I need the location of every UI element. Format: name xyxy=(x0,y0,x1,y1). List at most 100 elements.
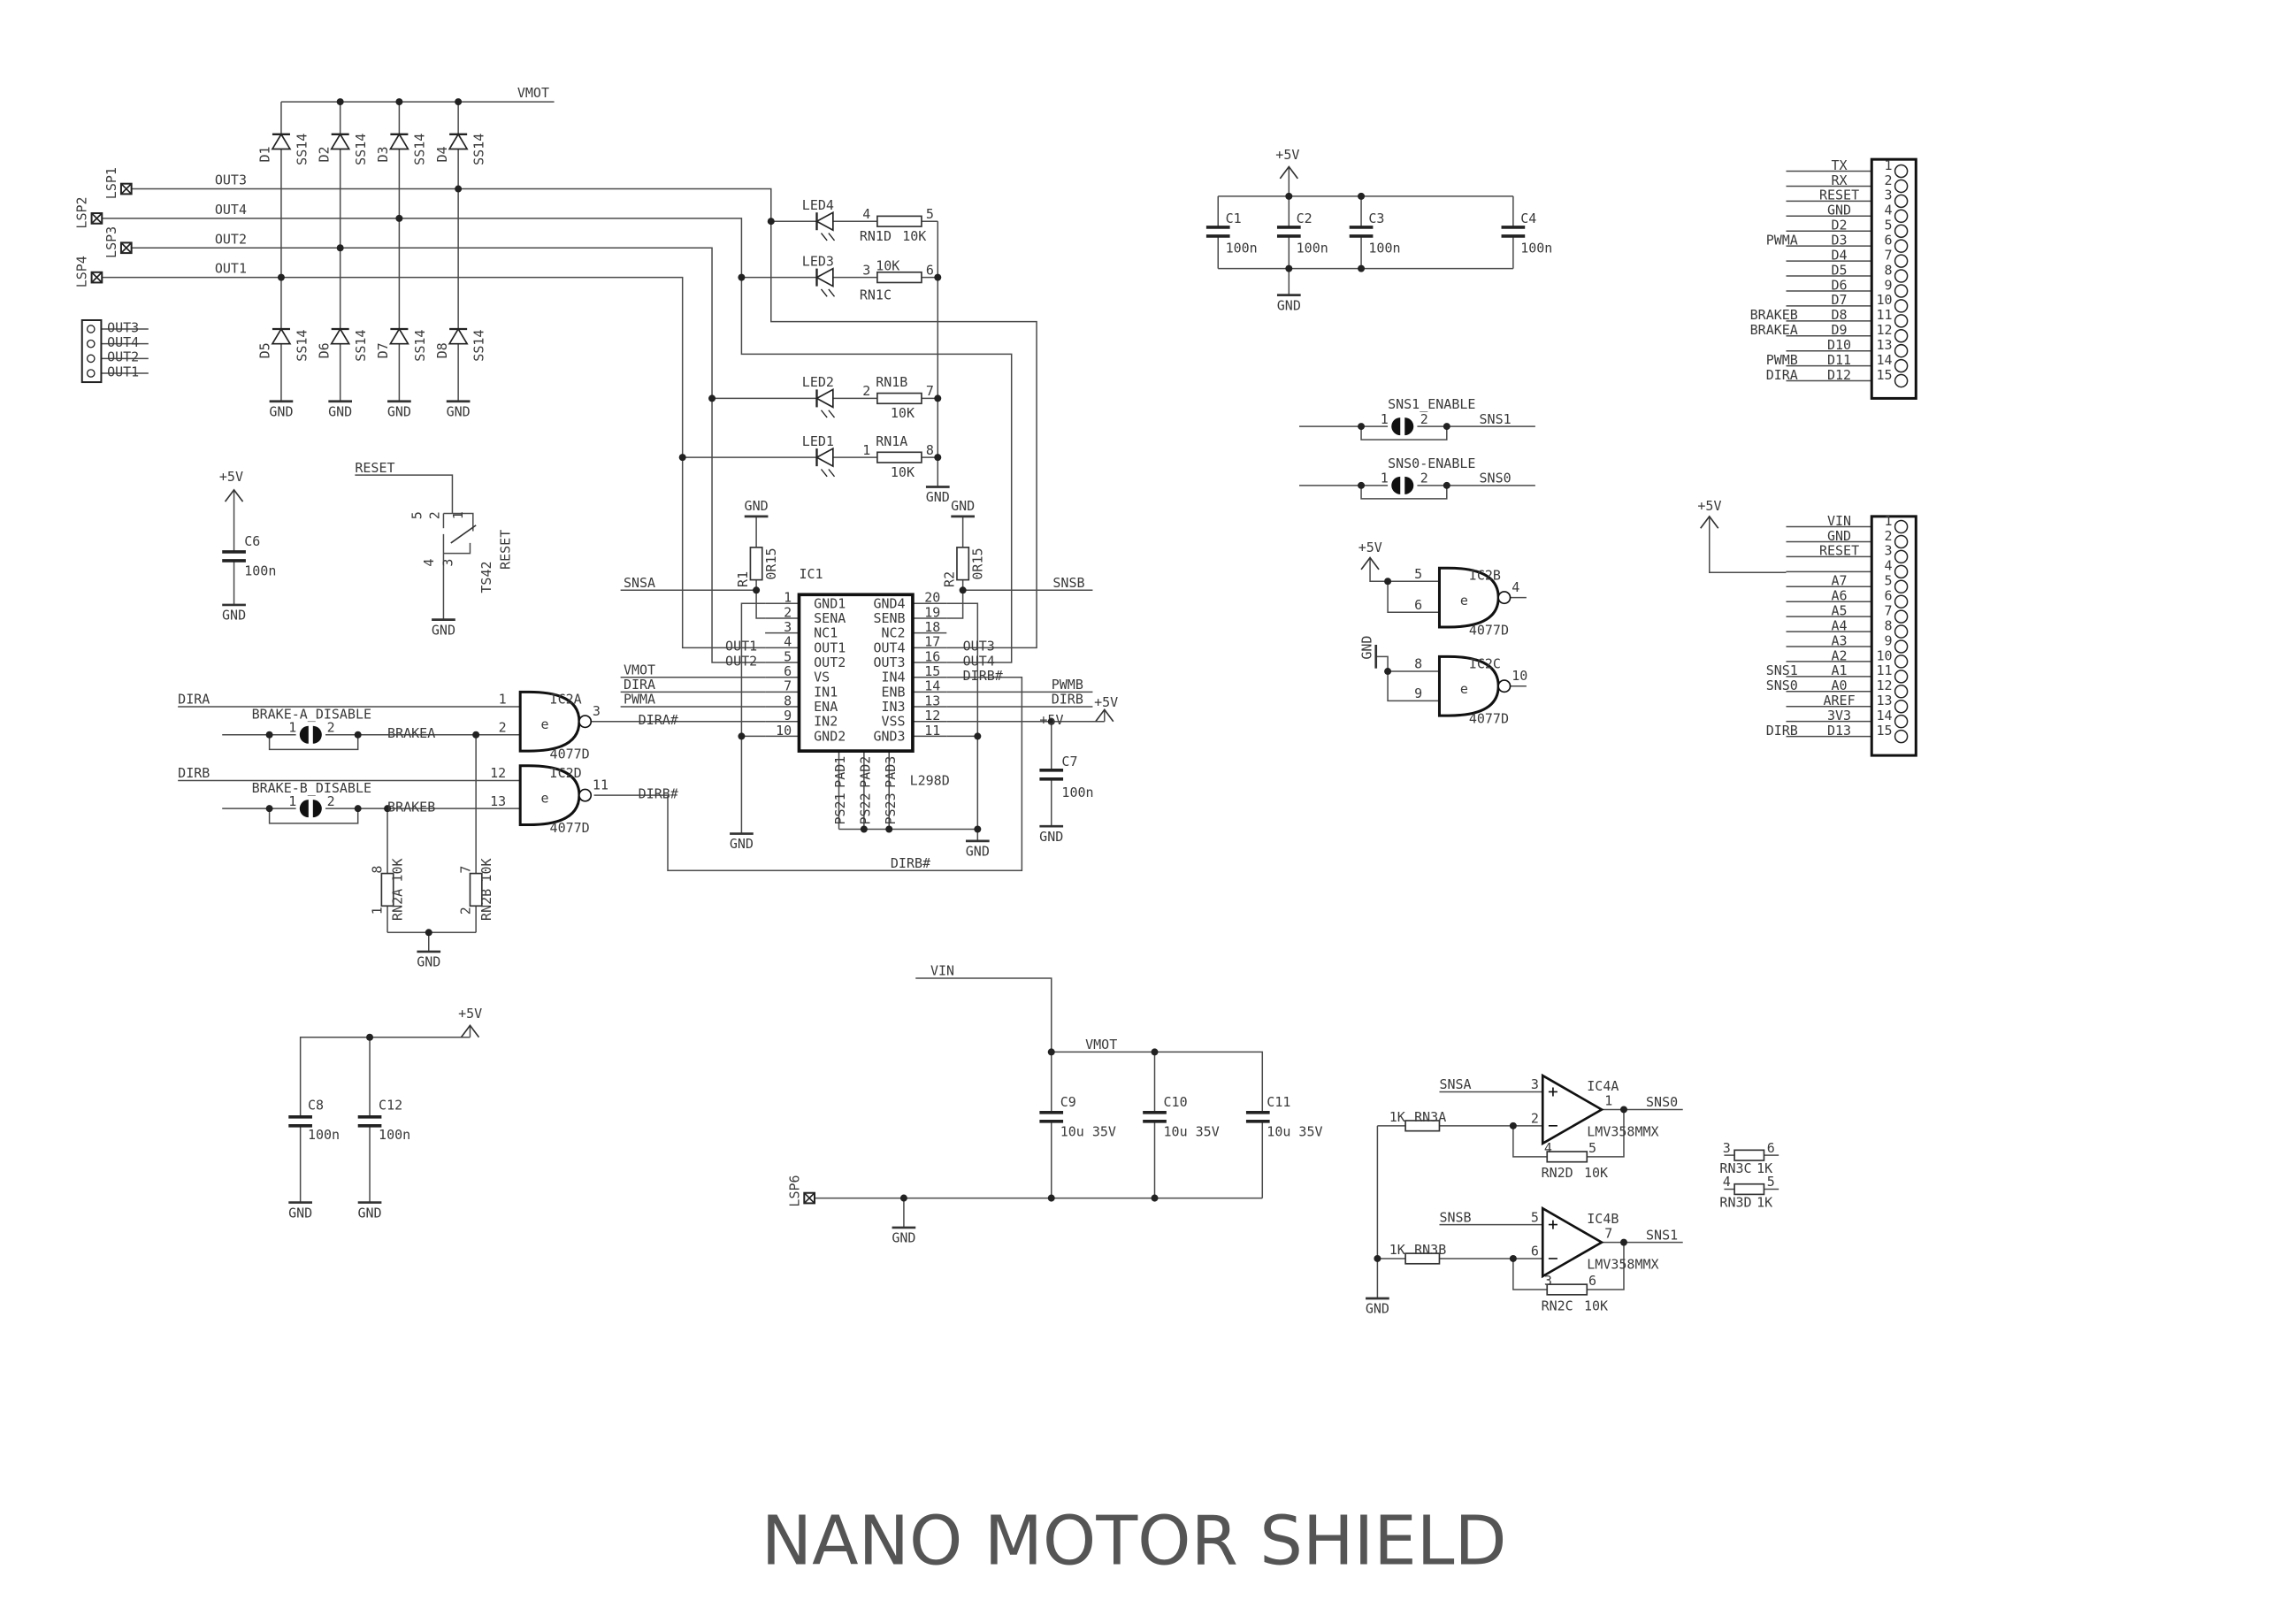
pin-name: NC1 xyxy=(814,625,838,641)
pin-net: DIRA xyxy=(1766,367,1798,383)
wire xyxy=(355,474,454,514)
net-label: OUT3 xyxy=(963,639,995,655)
header-pin-label: OUT1 xyxy=(107,364,139,379)
junction-dot xyxy=(959,586,967,594)
capacitor-gap xyxy=(1349,226,1374,236)
junction-dot xyxy=(354,805,362,813)
pin-number: 8 xyxy=(369,866,385,874)
junction-dot xyxy=(1443,481,1450,489)
power-label: +5V xyxy=(1697,498,1721,514)
resistor-ref: RN1A xyxy=(876,433,907,449)
header-pin-label: OUT3 xyxy=(107,319,139,335)
opamp-part: LMV358MMX xyxy=(1587,1124,1658,1140)
ground-label: GND xyxy=(745,498,769,514)
pin-number: 7 xyxy=(1885,602,1893,618)
net-label: SNS0 xyxy=(1646,1094,1678,1110)
net-label-dirb: DIRB xyxy=(178,765,210,781)
resistor-ref: R1 xyxy=(735,571,751,587)
pin-number: 2 xyxy=(1531,1110,1539,1126)
pad-name: PAD2 xyxy=(858,756,874,788)
led-light-arrows-icon xyxy=(820,233,836,241)
solder-pad-cross-icon xyxy=(91,213,103,224)
junction-dot xyxy=(336,98,344,106)
pin-number: 19 xyxy=(924,604,940,620)
ground-label: GND xyxy=(288,1205,312,1221)
pin-number: 3 xyxy=(1531,1076,1539,1092)
pin-number: 15 xyxy=(924,663,940,679)
wire xyxy=(1051,1051,1264,1198)
junction-dot xyxy=(1285,264,1293,272)
header-pin-icon xyxy=(1894,624,1909,639)
pin-number: 11 xyxy=(593,777,608,792)
capacitor-gap xyxy=(1039,1112,1064,1122)
ground-label: GND xyxy=(730,836,754,852)
pin-name: IN4 xyxy=(881,670,905,685)
pin-name: TX xyxy=(1832,157,1848,173)
cap-ref: C6 xyxy=(244,533,260,549)
diode-icon xyxy=(271,133,292,150)
cap-value: 10u 35V xyxy=(1164,1124,1220,1140)
diode-value: SS14 xyxy=(412,330,428,362)
pin-number: 5 xyxy=(1767,1174,1775,1190)
header-pin-icon xyxy=(1894,299,1909,313)
capacitor-gap xyxy=(1205,226,1230,236)
pin-name: OUT4 xyxy=(873,639,905,655)
header-pin-icon xyxy=(1894,314,1909,328)
pin-number: 4 xyxy=(862,206,870,222)
diode-ref: D5 xyxy=(257,342,273,358)
junction-dot xyxy=(1509,1122,1517,1129)
ground-label: GND xyxy=(417,954,440,970)
wire xyxy=(946,602,979,841)
junction-dot xyxy=(1151,1048,1159,1056)
pin-name: A6 xyxy=(1832,588,1848,604)
solder-pad-cross-icon xyxy=(804,1192,815,1204)
pin-number: 10 xyxy=(776,723,792,739)
header-pin-icon xyxy=(1894,685,1909,699)
junction-dot xyxy=(1374,1254,1381,1262)
header-pin-icon xyxy=(1894,373,1909,388)
pin-number: 7 xyxy=(457,866,473,874)
pin-number: 1 xyxy=(288,793,296,809)
output-header-connector xyxy=(80,318,103,384)
pin-number: 7 xyxy=(926,383,934,399)
led-icon xyxy=(815,447,834,468)
junction-dot xyxy=(738,732,746,740)
net-label-vin: VIN xyxy=(930,963,954,979)
feedback-resistor xyxy=(1546,1151,1588,1163)
ic-part: L298D xyxy=(910,772,950,788)
junction-dot xyxy=(366,1033,374,1041)
power-arrow-icon xyxy=(460,1023,480,1038)
pin-number: 1 xyxy=(288,719,296,735)
pin-number: 3 xyxy=(1723,1140,1731,1156)
header-pin-icon xyxy=(1894,564,1909,579)
resistor-value: 10K xyxy=(1584,1165,1608,1181)
pin-number: 14 xyxy=(1877,708,1893,723)
diode-ref: D2 xyxy=(316,146,332,162)
label: OUT2 xyxy=(215,231,247,247)
spare-resistor xyxy=(1733,1183,1765,1196)
gate-ref: IC2D xyxy=(550,765,582,781)
wire xyxy=(443,512,474,532)
pin-number: 12 xyxy=(1877,322,1893,338)
pin-number: 8 xyxy=(1414,656,1422,672)
net-label: SNS1 xyxy=(1646,1227,1678,1243)
pin-name: D5 xyxy=(1832,262,1848,278)
header-pin-label: OUT2 xyxy=(107,349,139,365)
solder-pad-cross-icon xyxy=(91,272,103,283)
pin-number: 7 xyxy=(784,678,792,694)
led-ref: LED3 xyxy=(802,253,834,269)
pin-name: D7 xyxy=(1832,292,1848,308)
input-resistor xyxy=(1404,1120,1441,1132)
resistor-value: 0R15 xyxy=(763,547,779,579)
pin-number: 1 xyxy=(1604,1092,1612,1108)
pin-number: 5 xyxy=(784,648,792,664)
pin-number: 4 xyxy=(784,634,792,650)
pin-name: OUT2 xyxy=(814,655,846,670)
diode-value: SS14 xyxy=(471,134,486,165)
ground-label: GND xyxy=(432,622,455,638)
resistor-value: 1K xyxy=(1389,1109,1405,1125)
gate-ref: IC2A xyxy=(550,692,582,708)
header-pin-icon xyxy=(1894,224,1909,238)
header-pin-icon xyxy=(1894,534,1909,549)
diode-icon xyxy=(271,327,292,345)
